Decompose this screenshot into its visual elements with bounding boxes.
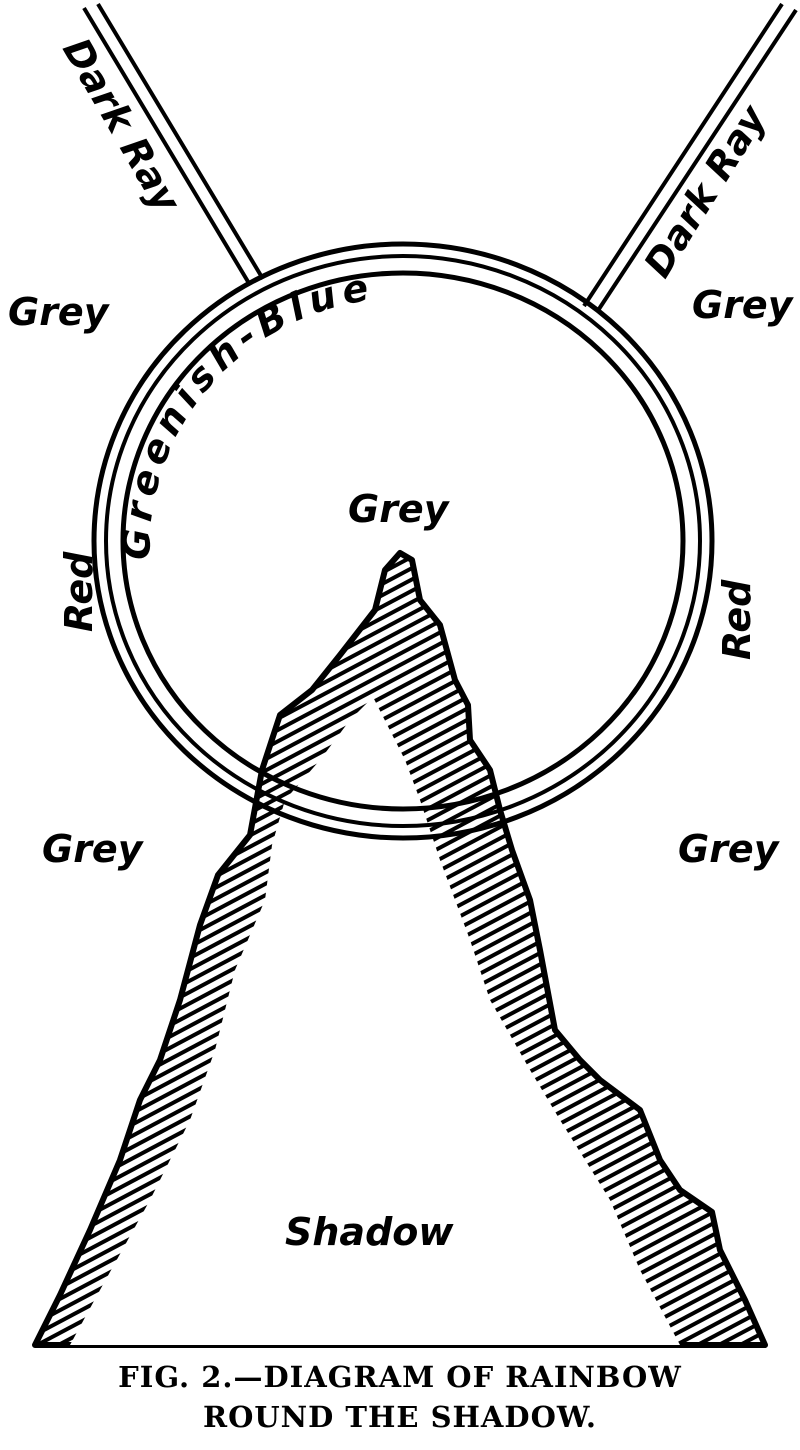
label-grey-bottom-left: Grey xyxy=(42,827,145,871)
dark-ray-right xyxy=(582,2,798,314)
rainbow-ring xyxy=(91,241,715,841)
label-greenish-blue: Greenish-Blue xyxy=(114,264,377,560)
label-red-left: Red xyxy=(57,551,101,632)
label-dark-ray-right: Dark Ray xyxy=(635,96,776,285)
mountain-shadow-interior xyxy=(70,697,680,1345)
caption-line-1: FIG. 2.—DIAGRAM OF RAINBOW xyxy=(118,1360,682,1394)
label-grey-top-right: Grey xyxy=(692,283,795,327)
label-grey-top-left: Grey xyxy=(8,290,111,334)
label-red-right: Red xyxy=(715,579,759,660)
caption-line-2: ROUND THE SHADOW. xyxy=(203,1400,597,1434)
dark-ray-left xyxy=(82,2,265,287)
label-grey-bottom-right: Grey xyxy=(678,827,781,871)
label-shadow: Shadow xyxy=(285,1210,454,1254)
label-grey-center: Grey xyxy=(348,487,451,531)
